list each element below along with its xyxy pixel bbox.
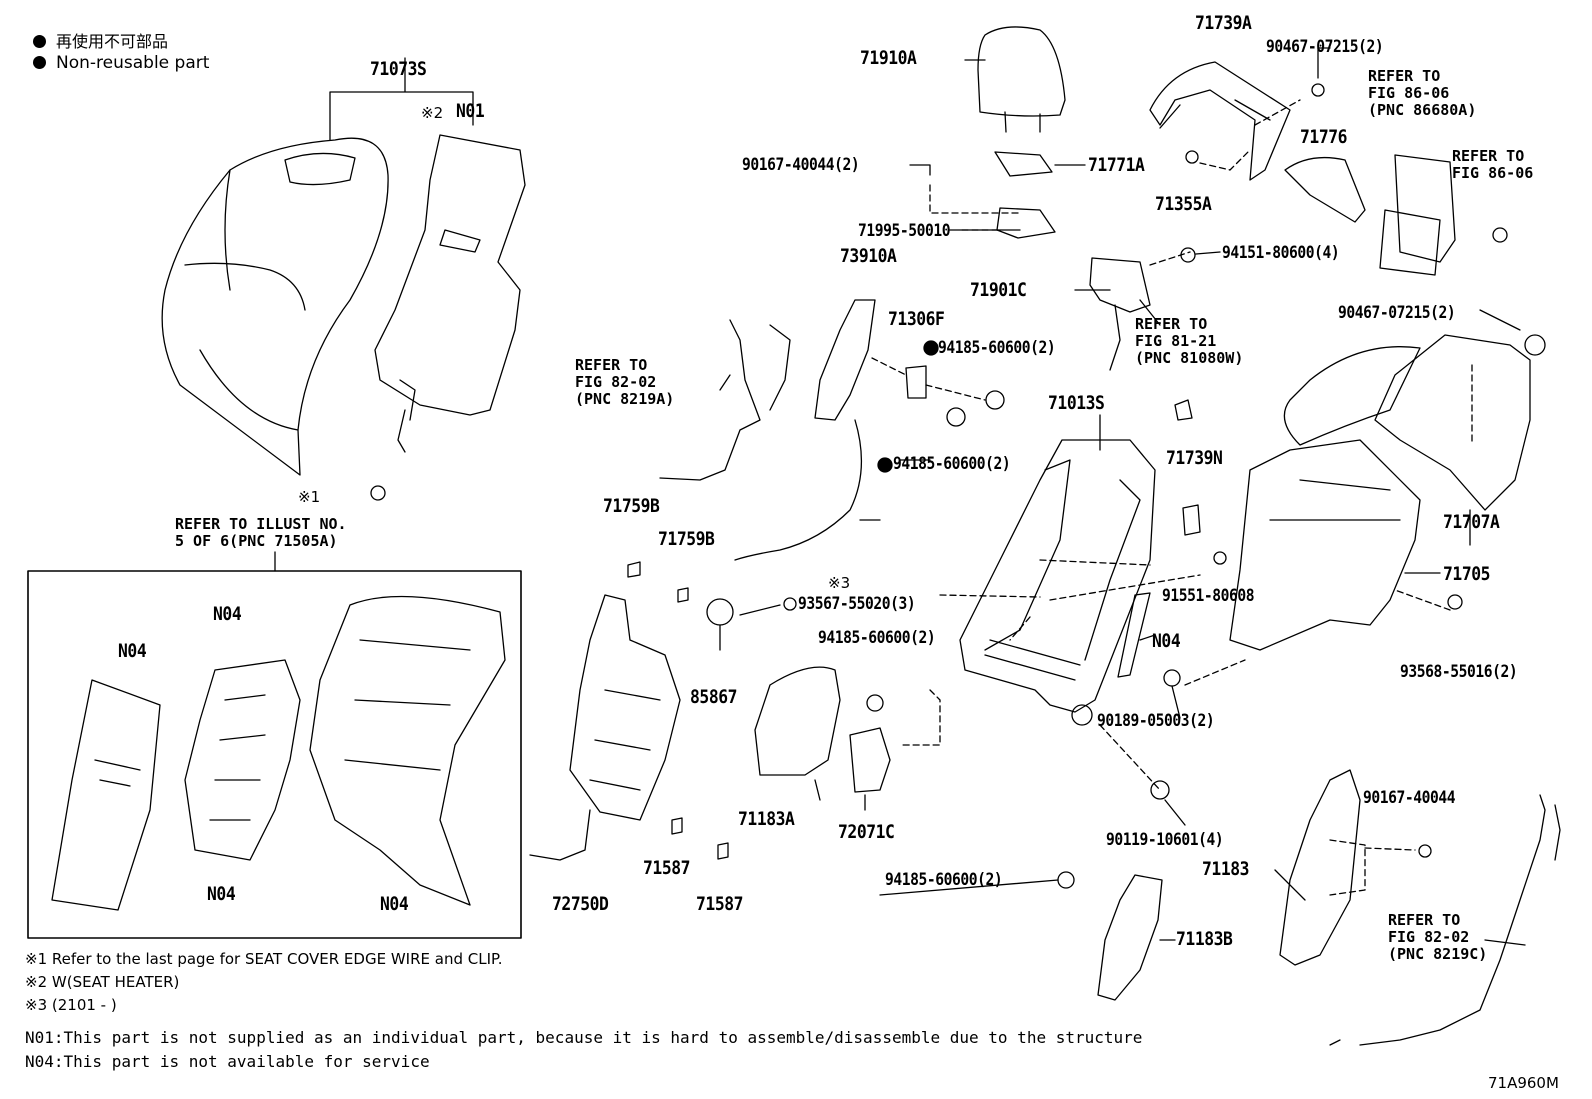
- part-label: 94185-60600(2): [893, 454, 1011, 474]
- legend-jp-text: 再使用不可部品: [56, 32, 169, 51]
- seat-frame-71013s-drawing: [899, 439, 1246, 800]
- part-label: 71739A: [1195, 12, 1252, 34]
- footnote-2: ※2 W(SEAT HEATER): [25, 973, 180, 991]
- figure-id: 71A960M: [1488, 1074, 1559, 1092]
- part-label: 71759B: [603, 495, 660, 517]
- part-label: 71306F: [888, 308, 945, 330]
- trim-71739a-drawing: [1149, 61, 1325, 181]
- part-label: 90467-07215(2): [1266, 37, 1384, 57]
- part-label: 90167-40044(2): [742, 155, 860, 175]
- legend-line-jp: 再使用不可部品: [33, 28, 168, 52]
- part-label: 71587: [643, 857, 691, 879]
- part-label: 71183A: [738, 808, 795, 830]
- inset-pads-drawing: [51, 595, 506, 911]
- inset-box: [27, 570, 522, 939]
- part-label: 71705: [1443, 563, 1491, 585]
- headrest-drawing: [929, 26, 1066, 239]
- lumbar-72750d-drawing: [529, 561, 797, 861]
- note-n04: N04:This part is not available for servi…: [25, 1052, 430, 1071]
- side-airbag-73910a-drawing: [659, 299, 876, 561]
- reference-note: REFER TO FIG 86-06 (PNC 86680A): [1368, 67, 1477, 119]
- part-label: N04: [380, 893, 409, 915]
- footnote-mark: ※3: [828, 574, 851, 592]
- part-label: 94185-60600(2): [938, 338, 1056, 358]
- part-label: 71183B: [1176, 928, 1233, 950]
- footnote-3: ※3 (2101 - ): [25, 996, 117, 1014]
- side-shield-71183-drawing: [1057, 769, 1432, 1001]
- part-label: 71355A: [1155, 193, 1212, 215]
- part-label: 71013S: [1048, 392, 1105, 414]
- part-label: N04: [207, 883, 236, 905]
- part-label: 71759B: [658, 528, 715, 550]
- part-label: N04: [1152, 630, 1181, 652]
- part-label: 93567-55020(3): [798, 594, 916, 614]
- note-n01: N01:This part is not supplied as an indi…: [25, 1028, 1143, 1047]
- seat-heater-n01-drawing: [370, 134, 526, 501]
- part-label: 90119-10601(4): [1106, 830, 1224, 850]
- seat-back-cover-drawing: [161, 57, 474, 476]
- part-label: 72071C: [838, 821, 895, 843]
- trim-71776-drawing: [1284, 154, 1508, 276]
- part-label: 71910A: [860, 47, 917, 69]
- reference-note: REFER TO FIG 82-02 (PNC 8219A): [575, 356, 675, 408]
- part-label: 71183: [1202, 858, 1250, 880]
- part-label: 71776: [1300, 126, 1348, 148]
- side-pad-71183a-drawing: [754, 666, 891, 793]
- leader-lines: [719, 47, 1526, 946]
- part-label: 85867: [690, 686, 738, 708]
- nonreusable-dot-icon: [33, 35, 46, 48]
- part-label: 94185-60600(2): [885, 870, 1003, 890]
- part-label: N04: [118, 640, 147, 662]
- reference-note: REFER TO FIG 86-06: [1452, 147, 1534, 182]
- nonreusable-dot-icon: [33, 56, 46, 69]
- part-label: 71901C: [970, 279, 1027, 301]
- back-panel-71707a-drawing: [1229, 334, 1546, 651]
- footnote-1: ※1 Refer to the last page for SEAT COVER…: [25, 950, 503, 968]
- part-label: 90189-05003(2): [1097, 711, 1215, 731]
- part-label: 71707A: [1443, 511, 1500, 533]
- legend-line-en: Non-reusable part: [33, 53, 209, 73]
- part-label: 73910A: [840, 245, 897, 267]
- part-label: 90167-40044: [1363, 788, 1456, 808]
- part-label: 94151-80600(4): [1222, 243, 1340, 263]
- part-label: 72750D: [552, 893, 609, 915]
- footnote-mark: ※1: [298, 488, 321, 506]
- part-label: N01: [456, 100, 485, 122]
- reference-note: REFER TO ILLUST NO. 5 OF 6(PNC 71505A): [175, 515, 347, 550]
- part-label: 71073S: [370, 58, 427, 80]
- part-label: N04: [213, 603, 242, 625]
- legend-en-text: Non-reusable part: [56, 53, 210, 73]
- harness-8219c-drawing: [1329, 794, 1561, 1046]
- part-label: 71771A: [1088, 154, 1145, 176]
- part-label: 90467-07215(2): [1338, 303, 1456, 323]
- reference-note: REFER TO FIG 81-21 (PNC 81080W): [1135, 315, 1244, 367]
- part-label: 71739N: [1166, 447, 1223, 469]
- bracket-71306f-drawing: [871, 340, 1005, 473]
- part-label: 91551-80608: [1162, 586, 1255, 606]
- part-label: 71587: [696, 893, 744, 915]
- part-label: 71995-50010: [858, 221, 951, 241]
- recliner-71901c-drawing: [1089, 247, 1196, 421]
- part-label: 93568-55016(2): [1400, 662, 1518, 682]
- footnote-mark: ※2: [421, 104, 444, 122]
- part-label: 94185-60600(2): [818, 628, 936, 648]
- reference-note: REFER TO FIG 82-02 (PNC 8219C): [1388, 911, 1488, 963]
